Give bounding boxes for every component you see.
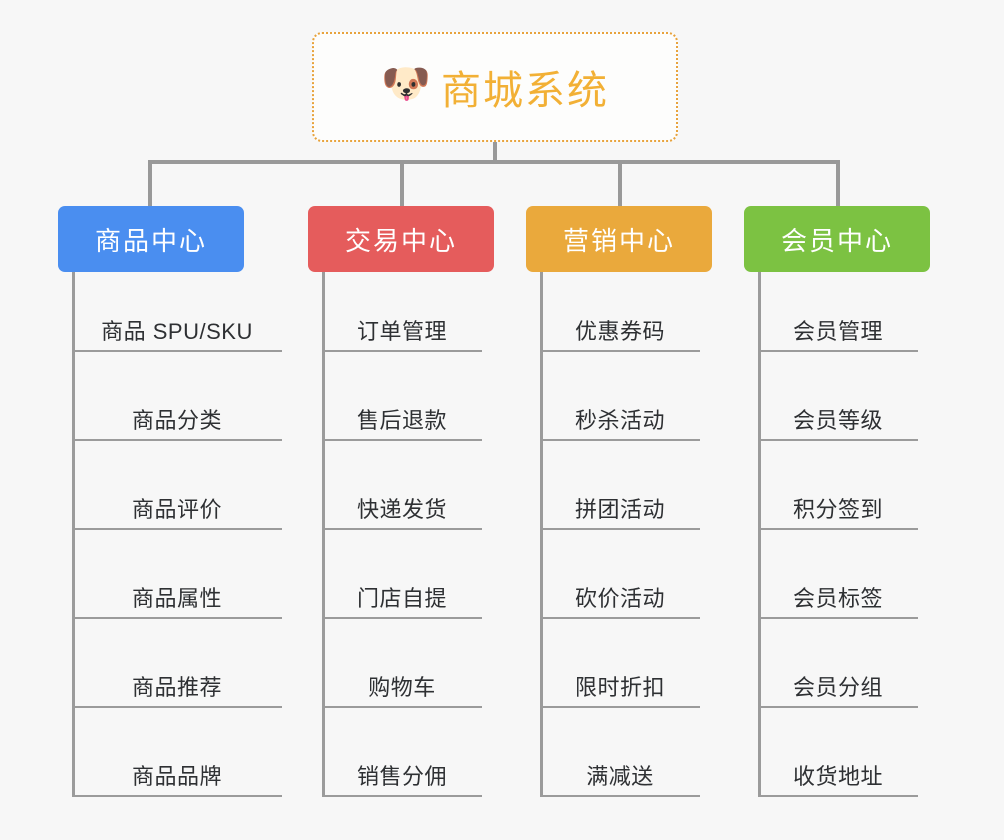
leaf-item[interactable]: 商品 SPU/SKU (72, 292, 282, 352)
leaf-trunk-4 (758, 272, 761, 797)
category-label-3: 营销中心 (562, 225, 675, 256)
leaf-label: 快递发货 (356, 497, 447, 522)
leaf-label: 优惠券码 (574, 319, 665, 344)
leaf-item[interactable]: 砍价活动 (540, 559, 700, 619)
leaf-item[interactable]: 销售分佣 (322, 737, 482, 797)
leaf-label: 商品推荐 (131, 675, 222, 700)
leaf-trunk-1 (72, 272, 75, 797)
leaf-item[interactable]: 商品评价 (72, 470, 282, 530)
leaf-trunk-3 (540, 272, 543, 797)
dog-face-icon: 🐶 (381, 62, 431, 106)
leaf-item[interactable]: 限时折扣 (540, 648, 700, 708)
leaf-item[interactable]: 满减送 (540, 737, 700, 797)
leaf-trunk-2 (322, 272, 325, 797)
leaf-item[interactable]: 商品品牌 (72, 737, 282, 797)
leaf-label: 砍价活动 (574, 586, 665, 611)
leaf-label: 购物车 (368, 675, 436, 700)
leaf-label: 售后退款 (356, 408, 447, 433)
leaf-label: 满减送 (586, 764, 654, 789)
leaf-label: 商品 SPU/SKU (101, 319, 253, 344)
leaf-label: 会员分组 (792, 675, 883, 700)
leaf-item[interactable]: 会员等级 (758, 381, 918, 441)
connector-drop-1 (148, 160, 152, 208)
leaf-label: 商品属性 (131, 586, 222, 611)
leaf-label: 商品评价 (131, 497, 222, 522)
leaf-item[interactable]: 订单管理 (322, 292, 482, 352)
leaf-label: 会员等级 (792, 408, 883, 433)
leaf-label: 会员管理 (792, 319, 883, 344)
leaf-label: 秒杀活动 (574, 408, 665, 433)
category-label-2: 交易中心 (344, 225, 457, 256)
leaf-label: 商品品牌 (131, 764, 222, 789)
leaf-item[interactable]: 秒杀活动 (540, 381, 700, 441)
connector-drop-3 (618, 160, 622, 208)
leaf-item[interactable]: 收货地址 (758, 737, 918, 797)
leaf-item[interactable]: 商品属性 (72, 559, 282, 619)
root-node[interactable]: 🐶 商城系统 (312, 32, 678, 142)
category-label-1: 商品中心 (94, 225, 207, 256)
leaf-item[interactable]: 会员管理 (758, 292, 918, 352)
leaf-label: 拼团活动 (574, 497, 665, 522)
connector-horizontal-bar (148, 160, 840, 164)
leaf-label: 限时折扣 (574, 675, 665, 700)
leaf-item[interactable]: 商品分类 (72, 381, 282, 441)
leaf-label: 商品分类 (131, 408, 222, 433)
connector-root-stem (493, 142, 497, 163)
leaf-item[interactable]: 会员标签 (758, 559, 918, 619)
leaf-label: 积分签到 (792, 497, 883, 522)
leaf-label: 销售分佣 (356, 764, 447, 789)
leaf-label: 收货地址 (792, 764, 883, 789)
leaf-item[interactable]: 售后退款 (322, 381, 482, 441)
connector-drop-4 (836, 160, 840, 208)
leaf-item[interactable]: 商品推荐 (72, 648, 282, 708)
category-box-4[interactable]: 会员中心 (744, 206, 930, 272)
leaf-item[interactable]: 积分签到 (758, 470, 918, 530)
root-title: 商城系统 (441, 69, 609, 113)
leaf-label: 门店自提 (356, 586, 447, 611)
leaf-label: 订单管理 (356, 319, 447, 344)
leaf-item[interactable]: 门店自提 (322, 559, 482, 619)
category-box-3[interactable]: 营销中心 (526, 206, 712, 272)
leaf-item[interactable]: 会员分组 (758, 648, 918, 708)
category-label-4: 会员中心 (780, 225, 893, 256)
leaf-item[interactable]: 购物车 (322, 648, 482, 708)
leaf-item[interactable]: 拼团活动 (540, 470, 700, 530)
category-box-1[interactable]: 商品中心 (58, 206, 244, 272)
leaf-item[interactable]: 快递发货 (322, 470, 482, 530)
category-box-2[interactable]: 交易中心 (308, 206, 494, 272)
leaf-label: 会员标签 (792, 586, 883, 611)
leaf-item[interactable]: 优惠券码 (540, 292, 700, 352)
connector-drop-2 (400, 160, 404, 208)
